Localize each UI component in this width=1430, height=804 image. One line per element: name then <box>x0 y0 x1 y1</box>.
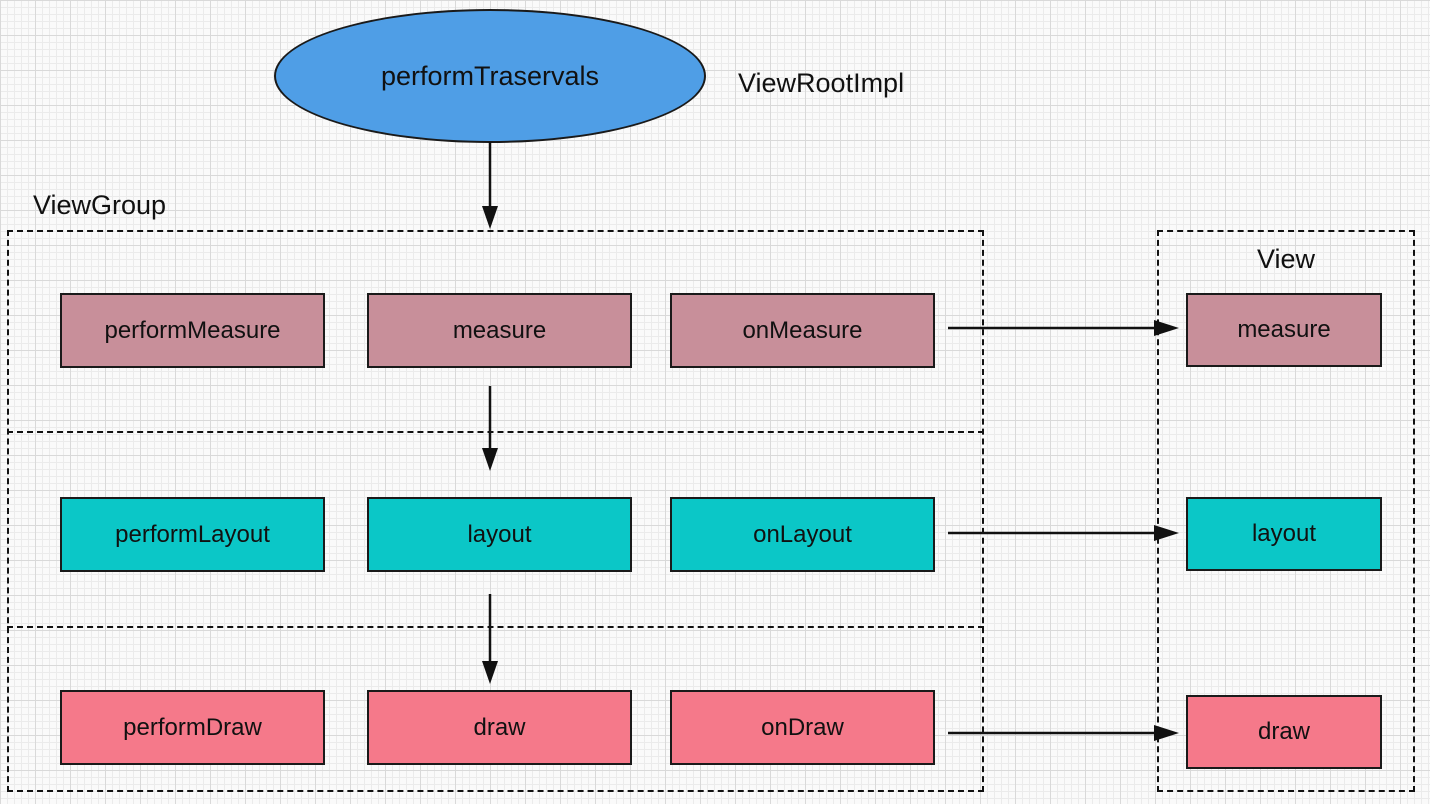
separator-layout-draw <box>7 626 984 628</box>
viewgroup-container <box>7 230 984 792</box>
box-onmeasure: onMeasure <box>670 293 935 368</box>
arrow-root-to-viewgroup <box>482 142 498 229</box>
box-performmeasure: performMeasure <box>60 293 325 368</box>
box-performlayout: performLayout <box>60 497 325 572</box>
view-container: View <box>1157 230 1415 792</box>
label-viewgroup: ViewGroup <box>33 190 167 220</box>
box-layout: layout <box>367 497 632 572</box>
box-view-layout: layout <box>1186 497 1382 571</box>
label-viewrootimpl: ViewRootImpl <box>738 68 905 98</box>
box-measure: measure <box>367 293 632 368</box>
separator-measure-layout <box>7 431 984 433</box>
box-performdraw: performDraw <box>60 690 325 765</box>
label-view: View <box>1256 244 1316 274</box>
box-draw: draw <box>367 690 632 765</box>
node-performtraversals-ellipse: performTraservals <box>274 9 706 143</box>
box-onlayout: onLayout <box>670 497 935 572</box>
box-ondraw: onDraw <box>670 690 935 765</box>
box-view-measure: measure <box>1186 293 1382 367</box>
box-view-draw: draw <box>1186 695 1382 769</box>
